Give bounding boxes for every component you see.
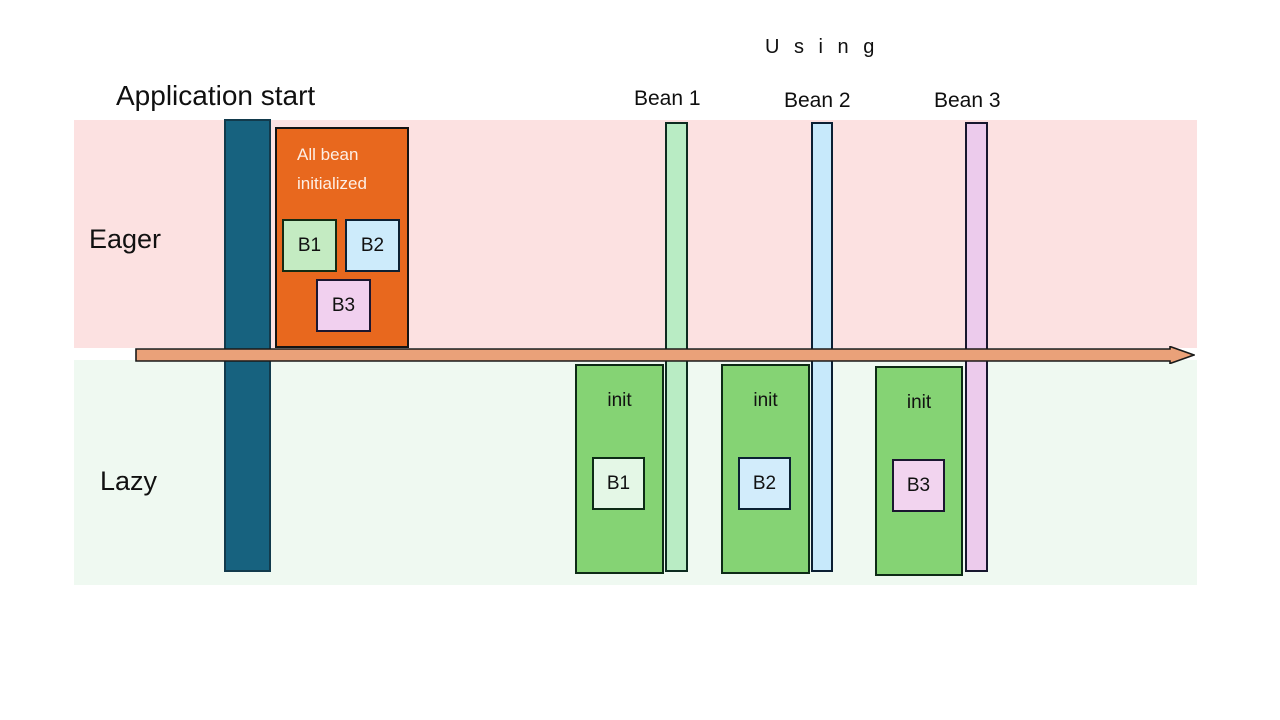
eager-bean-b3: B3 [316, 279, 371, 332]
using-heading: U s i n g [765, 36, 879, 58]
init-label-2: init [753, 390, 778, 411]
bean-2-heading: Bean 2 [784, 89, 851, 112]
init-label-1: init [607, 390, 632, 411]
lazy-init-block-bean3: init B3 [875, 366, 963, 576]
bean-1-usage-bar [665, 122, 688, 572]
lazy-bean-b2: B2 [738, 457, 791, 510]
eager-row-label: Eager [89, 224, 162, 254]
application-start-heading: Application start [116, 80, 316, 111]
lazy-init-block-bean2: init B2 [721, 364, 810, 574]
bean-3-heading: Bean 3 [934, 89, 1001, 112]
lazy-bean-b1: B1 [592, 457, 645, 510]
bean-3-usage-bar [965, 122, 988, 572]
timeline-arrow [135, 346, 1195, 364]
eager-bean-b1: B1 [282, 219, 337, 272]
all-beans-initialized-label: All bean initialized [297, 145, 367, 193]
lazy-row-label: Lazy [100, 466, 158, 496]
eager-bean-b2: B2 [345, 219, 400, 272]
bean-2-usage-bar [811, 122, 833, 572]
lazy-bean-b3: B3 [892, 459, 945, 512]
application-start-bar [224, 119, 271, 572]
bean-1-heading: Bean 1 [634, 87, 701, 110]
init-label-3: init [906, 392, 932, 413]
lazy-init-block-bean1: init B1 [575, 364, 664, 574]
